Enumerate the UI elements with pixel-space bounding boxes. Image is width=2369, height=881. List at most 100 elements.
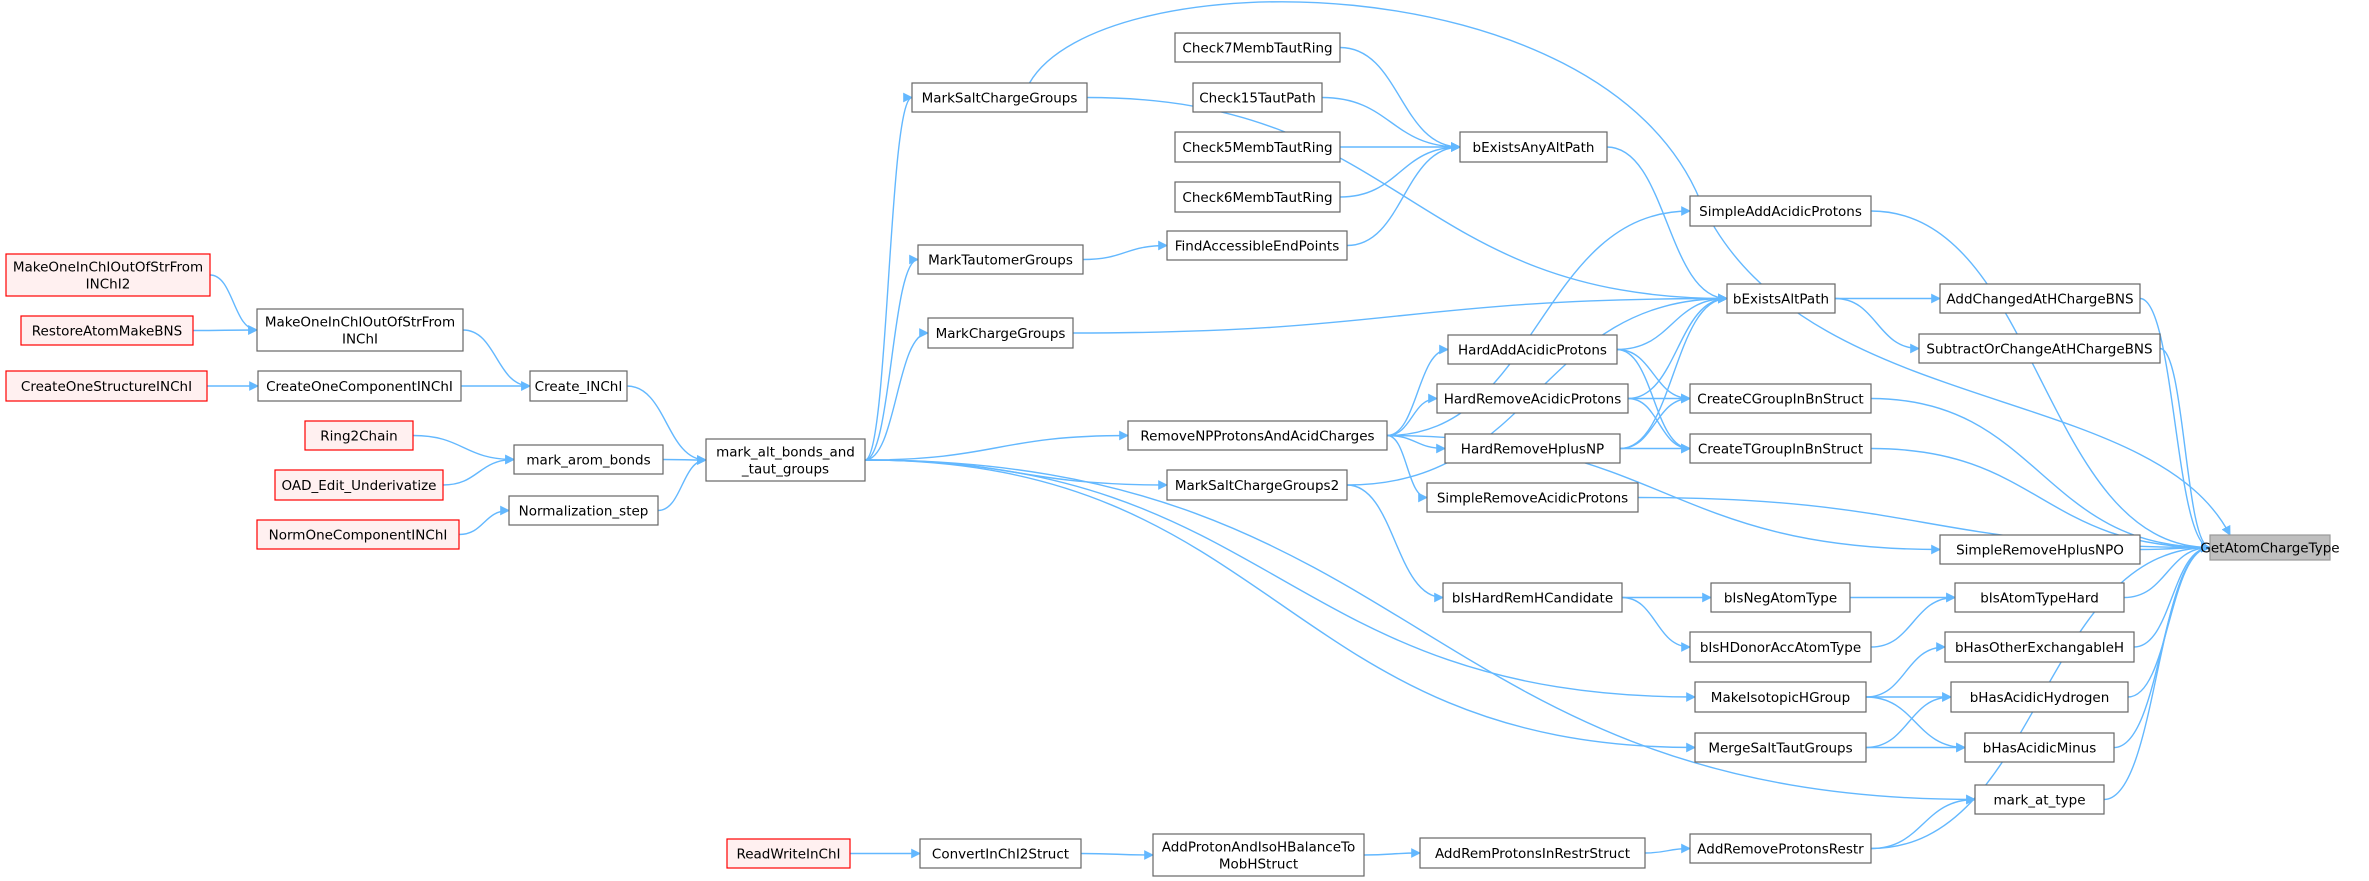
node-mark_arom[interactable]: mark_arom_bonds xyxy=(513,444,664,475)
edge-HardAddAcidic-to-CreateCGroup xyxy=(1616,348,1691,404)
node-box xyxy=(1447,334,1618,365)
node-AddChanged[interactable]: AddChangedAtHChargeBNS xyxy=(1939,283,2141,314)
edge-path xyxy=(2139,297,2211,553)
node-bExistsAnyAltPath[interactable]: bExistsAnyAltPath xyxy=(1459,131,1608,163)
node-Check15[interactable]: Check15TautPath xyxy=(1192,82,1323,113)
node-label: SimpleRemoveAcidicProtons xyxy=(1437,491,1628,507)
node-Check6[interactable]: Check6MembTautRing xyxy=(1174,181,1341,213)
node-MarkSaltChargeGroups[interactable]: MarkSaltChargeGroups xyxy=(911,82,1088,113)
node-Check7[interactable]: Check7MembTautRing xyxy=(1174,32,1341,63)
edge-RemoveNP-to-SimpleAddAcidic xyxy=(1386,206,1691,437)
node-box xyxy=(1174,32,1341,63)
node-box xyxy=(726,838,851,869)
node-label: MakeIsotopicHGroup xyxy=(1711,690,1850,706)
edge-Check7-to-bExistsAnyAltPath xyxy=(1339,46,1461,152)
edge-path xyxy=(1619,293,1728,450)
node-MarkSaltChargeGroups2[interactable]: MarkSaltChargeGroups2 xyxy=(1166,469,1348,501)
node-bIsAtomTypeHard[interactable]: bIsAtomTypeHard xyxy=(1954,582,2125,613)
node-RemoveNP[interactable]: RemoveNPProtonsAndAcidCharges xyxy=(1127,420,1388,451)
edge-path xyxy=(864,459,1976,805)
edge-path xyxy=(1644,843,1691,854)
node-AddRemoveProtons[interactable]: AddRemoveProtonsRestr xyxy=(1689,833,1872,864)
edge-path xyxy=(1080,850,1154,860)
node-root[interactable]: GetAtomChargeType xyxy=(2200,534,2340,561)
edge-bHasOtherExch-to-root xyxy=(2133,542,2211,648)
node-label: Create_INChI xyxy=(535,379,623,395)
edge-SubtractOrChange-to-root xyxy=(2159,347,2211,553)
edge-mark_alt-to-MarkChargeGroups xyxy=(864,328,929,461)
node-mark_at_type[interactable]: mark_at_type xyxy=(1974,784,2105,815)
node-bExistsAltPath[interactable]: bExistsAltPath xyxy=(1726,283,1836,314)
node-bIsHDonor[interactable]: bIsHDonorAccAtomType xyxy=(1689,631,1872,663)
node-bHasOtherExch[interactable]: bHasOtherExchangableH xyxy=(1944,631,2135,663)
edge-RemoveNP-to-HardAddAcidic xyxy=(1386,344,1449,437)
node-label: SimpleAddAcidicProtons xyxy=(1699,204,1862,220)
node-CreateTGroup[interactable]: CreateTGroupInBnStruct xyxy=(1689,433,1872,464)
node-FindAccessible[interactable]: FindAccessibleEndPoints xyxy=(1166,230,1348,261)
node-ConvertInChI[interactable]: ConvertInChI2Struct xyxy=(919,838,1082,869)
node-bHasAcidicH[interactable]: bHasAcidicHydrogen xyxy=(1950,681,2129,713)
node-label: Check5MembTautRing xyxy=(1182,140,1332,156)
node-Check5[interactable]: Check5MembTautRing xyxy=(1174,131,1341,163)
edge-bExistsAltPath-to-SubtractOrChange xyxy=(1834,297,1920,354)
node-SimpleRemoveHplus[interactable]: SimpleRemoveHplusNPO xyxy=(1939,534,2141,565)
edge-bIsHardRem-to-bIsHDonor xyxy=(1621,596,1691,652)
edge-HardAddAcidic-to-bExistsAltPath xyxy=(1616,293,1728,351)
node-bIsNegAtom[interactable]: bIsNegAtomType xyxy=(1710,582,1851,613)
node-SimpleAddAcidic[interactable]: SimpleAddAcidicProtons xyxy=(1689,195,1872,227)
edge-path xyxy=(1072,293,1728,334)
node-mark_alt[interactable]: mark_alt_bonds_and_taut_groups xyxy=(705,438,866,482)
node-MarkTautomerGroups[interactable]: MarkTautomerGroups xyxy=(917,244,1084,275)
edge-path xyxy=(2133,542,2211,648)
node-Ring2Chain[interactable]: Ring2Chain xyxy=(304,420,414,451)
edge-path xyxy=(2123,542,2211,599)
node-box xyxy=(274,469,444,501)
edge-path xyxy=(1616,293,1728,351)
edge-path xyxy=(1339,46,1461,152)
edge-MakeIsotopic-to-bHasAcidicMinus xyxy=(1865,696,1966,753)
node-label: AddChangedAtHChargeBNS xyxy=(1946,292,2133,308)
node-box xyxy=(1950,681,2129,713)
edge-path xyxy=(626,385,707,465)
edge-HardRemoveAcidic-to-CreateTGroup xyxy=(1627,397,1691,454)
node-MergeSalt[interactable]: MergeSaltTautGroups xyxy=(1694,732,1867,763)
node-label: bHasAcidicMinus xyxy=(1983,741,2096,757)
node-box xyxy=(1944,631,2135,663)
edge-path xyxy=(1028,1,2231,536)
node-AddRemProtonsIn[interactable]: AddRemProtonsInRestrStruct xyxy=(1419,837,1646,869)
node-SubtractOrChange[interactable]: SubtractOrChangeAtHChargeBNS xyxy=(1918,333,2161,364)
node-bHasAcidicMinus[interactable]: bHasAcidicMinus xyxy=(1964,732,2115,763)
edge-AddRemProtonsIn-to-AddRemoveProtons xyxy=(1644,843,1691,854)
node-HardRemoveAcidic[interactable]: HardRemoveAcidicProtons xyxy=(1436,383,1629,414)
node-label: MarkTautomerGroups xyxy=(928,253,1073,269)
node-MarkChargeGroups[interactable]: MarkChargeGroups xyxy=(927,317,1074,349)
node-CreateOneComp[interactable]: CreateOneComponentINChI xyxy=(257,370,462,402)
node-SimpleRemoveAcidic[interactable]: SimpleRemoveAcidicProtons xyxy=(1426,482,1639,513)
node-HardAddAcidic[interactable]: HardAddAcidicProtons xyxy=(1447,334,1618,365)
edge-mark_alt-to-MergeSalt xyxy=(864,459,1696,753)
node-bIsHardRem[interactable]: bIsHardRemHCandidate xyxy=(1442,582,1623,613)
node-label: MarkSaltChargeGroups xyxy=(922,91,1078,107)
node-CreateOneStruct[interactable]: CreateOneStructureINChI xyxy=(5,370,208,402)
node-box xyxy=(5,370,208,402)
node-Normalization[interactable]: Normalization_step xyxy=(508,495,659,526)
node-ReadWrite[interactable]: ReadWriteInChI xyxy=(726,838,851,869)
node-NormOne[interactable]: NormOneComponentINChI xyxy=(256,519,460,550)
node-RestoreAtom[interactable]: RestoreAtomMakeBNS xyxy=(20,315,194,346)
node-label: MakeOneInChIOutOfStrFrom xyxy=(13,260,203,276)
edge-MakeOneOut-to-Create_INChI xyxy=(462,329,531,391)
edge-path xyxy=(458,505,510,536)
node-CreateCGroup[interactable]: CreateCGroupInBnStruct xyxy=(1689,383,1872,414)
node-box xyxy=(1174,181,1341,213)
node-HardRemoveHplus[interactable]: HardRemoveHplusNP xyxy=(1444,433,1621,464)
node-label: Ring2Chain xyxy=(320,429,397,445)
node-Create_INChI[interactable]: Create_INChI xyxy=(529,370,628,402)
edge-mark_at_type-to-root xyxy=(2103,542,2211,801)
edge-path xyxy=(1834,297,1920,354)
node-OAD[interactable]: OAD_Edit_Underivatize xyxy=(274,469,444,501)
node-label: ConvertInChI2Struct xyxy=(932,847,1069,863)
node-MakeIsotopic[interactable]: MakeIsotopicHGroup xyxy=(1694,681,1867,713)
